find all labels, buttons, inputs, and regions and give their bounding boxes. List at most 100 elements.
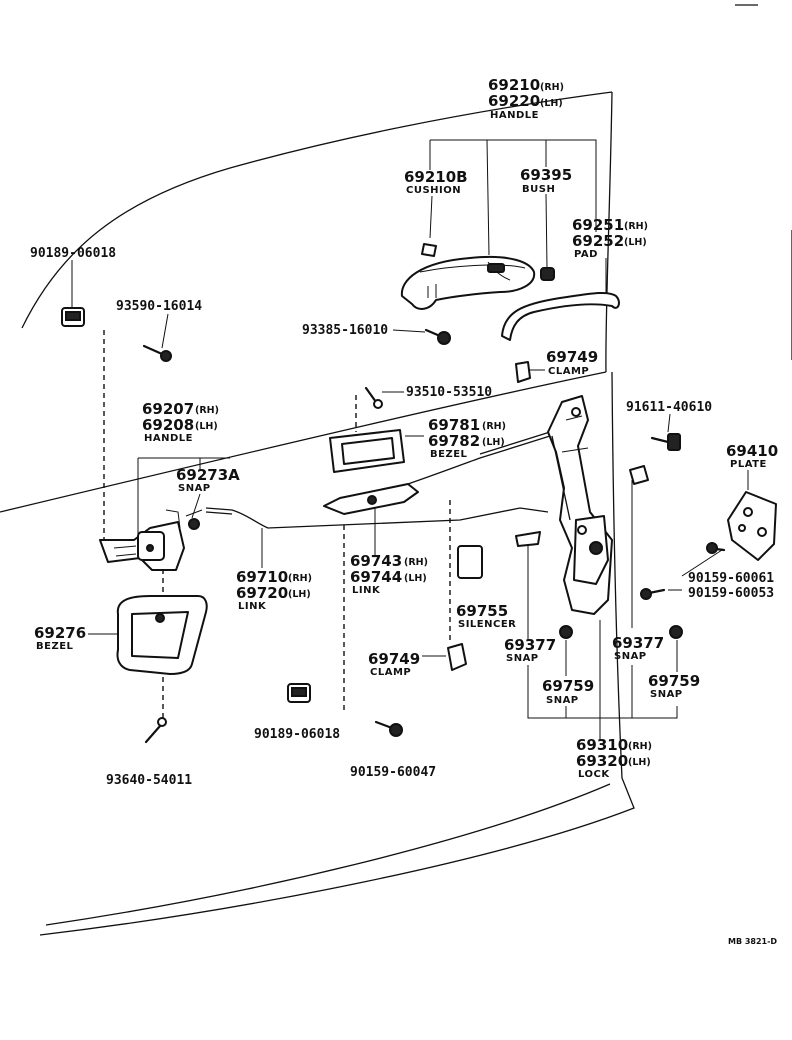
label-bush: BUSH [522, 184, 555, 195]
part-number-69208: 69208 [142, 416, 194, 434]
label-link-69743: LINK [352, 585, 381, 596]
label-silencer: SILENCER [458, 619, 516, 630]
leader-lines [71, 139, 749, 740]
inner-handle [99, 509, 185, 571]
part-number-69759-left: 69759 [542, 677, 594, 695]
clip-90189-top [61, 307, 85, 327]
reference-code: MB 3821-D [728, 937, 777, 946]
lh-tag: (LH) [482, 437, 505, 448]
link-rod-69710 [205, 507, 549, 529]
part-number-69743: 69743 [350, 552, 402, 570]
label-snap-69273a: SNAP [178, 483, 211, 494]
part-number-69210: 69210 [488, 76, 540, 94]
part-number-69310: 69310 [576, 736, 628, 754]
lh-tag: (LH) [540, 98, 563, 109]
outer-handle [400, 256, 536, 310]
part-number-69410: 69410 [726, 442, 778, 460]
cushion-clip [421, 243, 437, 257]
label-pad: PAD [574, 249, 598, 260]
bush-part [540, 267, 555, 281]
label-snap-69377-right: SNAP [614, 651, 647, 662]
part-number-93590: 93590-16014 [116, 299, 202, 314]
label-bezel-top: BEZEL [430, 449, 468, 460]
part-number-69710: 69710 [236, 568, 288, 586]
screw-93510 [364, 386, 383, 409]
label-snap-69377-left: SNAP [506, 653, 539, 664]
part-number-69755: 69755 [456, 602, 508, 620]
rh-tag: (RH) [624, 221, 648, 232]
screw-90159-60053 [640, 588, 666, 600]
silencer-69755 [457, 545, 483, 579]
part-number-69220: 69220 [488, 92, 540, 110]
dashed-guides [103, 330, 451, 718]
label-cushion: CUSHION [406, 185, 461, 196]
snap-69759-right [669, 625, 683, 639]
lh-tag: (LH) [624, 237, 647, 248]
lh-tag: (LH) [628, 757, 651, 768]
label-snap-69759-right: SNAP [650, 689, 683, 700]
label-plate: PLATE [730, 459, 767, 470]
screw-90159-60047 [374, 720, 403, 737]
part-number-69252: 69252 [572, 232, 624, 250]
label-lock: LOCK [578, 769, 610, 780]
part-number-90159-60061: 90159-60061 [688, 571, 774, 586]
part-number-69377-left: 69377 [504, 636, 556, 654]
screw-93640 [144, 717, 167, 744]
clip-90189-bottom [287, 683, 311, 703]
clamp-69749-bottom [447, 643, 467, 671]
part-number-69749-top: 69749 [546, 348, 598, 366]
label-snap-69759-left: SNAP [546, 695, 579, 706]
screw-90159-60061 [706, 542, 726, 554]
part-number-93385: 93385-16010 [302, 323, 388, 338]
screw-93590 [142, 344, 172, 362]
lh-tag: (LH) [195, 421, 218, 432]
plate-69410 [727, 491, 777, 561]
rh-tag: (RH) [404, 557, 428, 568]
part-number-69782: 69782 [428, 432, 480, 450]
part-number-69395: 69395 [520, 166, 572, 184]
rh-tag: (RH) [540, 82, 564, 93]
label-link-69710: LINK [238, 601, 267, 612]
part-number-69377-right: 69377 [612, 634, 664, 652]
bolt-91611 [650, 433, 681, 451]
rh-tag: (RH) [482, 421, 506, 432]
part-number-69320: 69320 [576, 752, 628, 770]
part-number-91611: 91611-40610 [626, 400, 712, 415]
rh-tag: (RH) [288, 573, 312, 584]
rh-tag: (RH) [628, 741, 652, 752]
snap-69759-left [559, 625, 573, 639]
part-number-69720: 69720 [236, 584, 288, 602]
label-handle-inner: HANDLE [144, 433, 193, 444]
part-number-90159-60053: 90159-60053 [688, 586, 774, 601]
snap-69273a [185, 509, 203, 530]
label-bezel-bottom: BEZEL [36, 641, 74, 652]
lh-tag: (LH) [288, 589, 311, 600]
part-number-69210b: 69210B [404, 168, 468, 186]
part-number-69781: 69781 [428, 416, 480, 434]
door-outline [0, 4, 792, 936]
clamp-69749-top [515, 361, 531, 383]
screw-93385 [424, 328, 451, 345]
link-rod-69743 [323, 431, 551, 515]
label-clamp-top: CLAMP [548, 366, 589, 377]
part-number-69207: 69207 [142, 400, 194, 418]
part-number-69759-right: 69759 [648, 672, 700, 690]
lh-tag: (LH) [404, 573, 427, 584]
part-number-69749-bottom: 69749 [368, 650, 420, 668]
part-number-93510: 93510-53510 [406, 385, 492, 400]
part-number-93640: 93640-54011 [106, 773, 192, 788]
label-handle-top: HANDLE [490, 110, 539, 121]
part-number-90159-60047: 90159-60047 [350, 765, 436, 780]
rh-tag: (RH) [195, 405, 219, 416]
part-number-90189-top: 90189-06018 [30, 246, 116, 261]
part-number-69276: 69276 [34, 624, 86, 642]
snap-69377-left [515, 531, 541, 547]
pad-part [501, 291, 620, 341]
bezel-69276 [116, 595, 208, 675]
snap-69377-right [629, 465, 649, 485]
bezel-69781 [329, 429, 405, 473]
part-number-69273a: 69273A [176, 466, 240, 484]
part-number-69744: 69744 [350, 568, 402, 586]
label-clamp-bottom: CLAMP [370, 667, 411, 678]
